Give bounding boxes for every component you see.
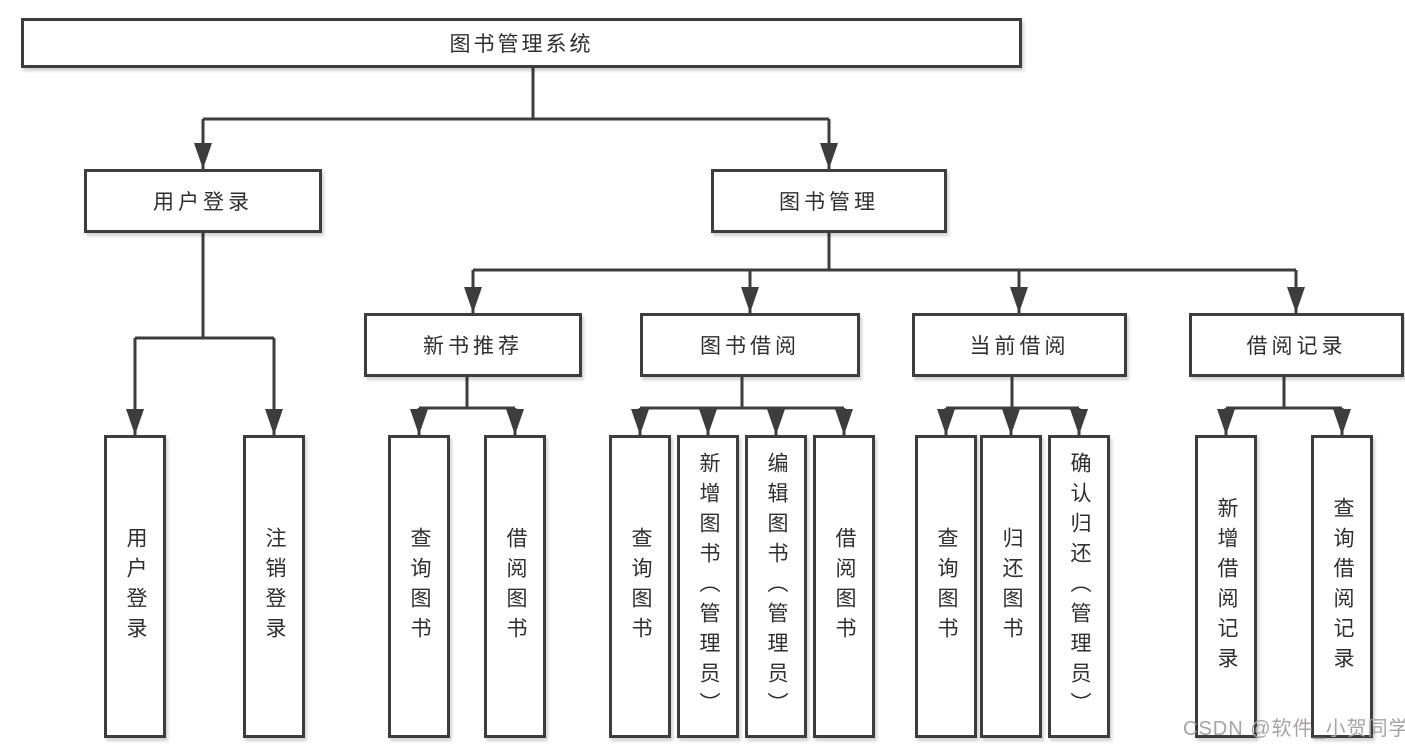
arrow-down-icon [631,409,649,435]
node-borrow-records: 借阅记录 [1189,313,1404,377]
arrow-down-icon [265,409,283,435]
node-book-management: 图书管理 [711,169,947,233]
arrow-down-icon [1217,409,1235,435]
leaf-borrow-books-newbook: 借阅图书 [484,435,546,738]
arrow-down-icon [1002,409,1020,435]
node-current-borrow: 当前借阅 [912,313,1127,377]
leaf-query-books-borrow: 查询图书 [609,435,671,738]
arrow-down-icon [1010,287,1028,313]
node-user-login: 用户登录 [84,169,322,233]
leaf-logout-login: 注销登录 [243,435,305,738]
node-book-borrow: 图书借阅 [640,313,860,377]
arrow-down-icon [741,287,759,313]
arrow-down-icon [1333,409,1351,435]
arrow-down-icon [767,409,785,435]
leaf-add-book-admin: 新增图书（管理员） [677,435,739,738]
arrow-down-icon [506,409,524,435]
leaf-query-borrow-record: 查询借阅记录 [1311,435,1373,738]
leaf-edit-book-admin: 编辑图书（管理员） [745,435,807,738]
leaf-user-login: 用户登录 [104,435,166,738]
leaf-return-book: 归还图书 [980,435,1042,738]
arrow-down-icon [194,143,212,169]
arrow-down-icon [1287,287,1305,313]
arrow-down-icon [937,409,955,435]
connector-path [133,68,1344,435]
node-root: 图书管理系统 [21,18,1022,68]
arrow-down-icon [126,409,144,435]
node-new-book-recommend: 新书推荐 [364,313,582,377]
arrow-down-icon [410,409,428,435]
leaf-add-borrow-record: 新增借阅记录 [1195,435,1257,738]
arrow-down-icon [1070,409,1088,435]
arrowheads [126,143,1351,435]
arrow-down-icon [699,409,717,435]
arrow-down-icon [835,409,853,435]
leaf-query-books-newbook: 查询图书 [388,435,450,738]
leaf-query-books-current: 查询图书 [915,435,977,738]
leaf-borrow-books-borrow: 借阅图书 [813,435,875,738]
arrow-down-icon [464,287,482,313]
leaf-confirm-return-admin: 确认归还（管理员） [1048,435,1110,738]
arrow-down-icon [820,143,838,169]
watermark: CSDN @软件_小贺同学 [1183,718,1405,740]
